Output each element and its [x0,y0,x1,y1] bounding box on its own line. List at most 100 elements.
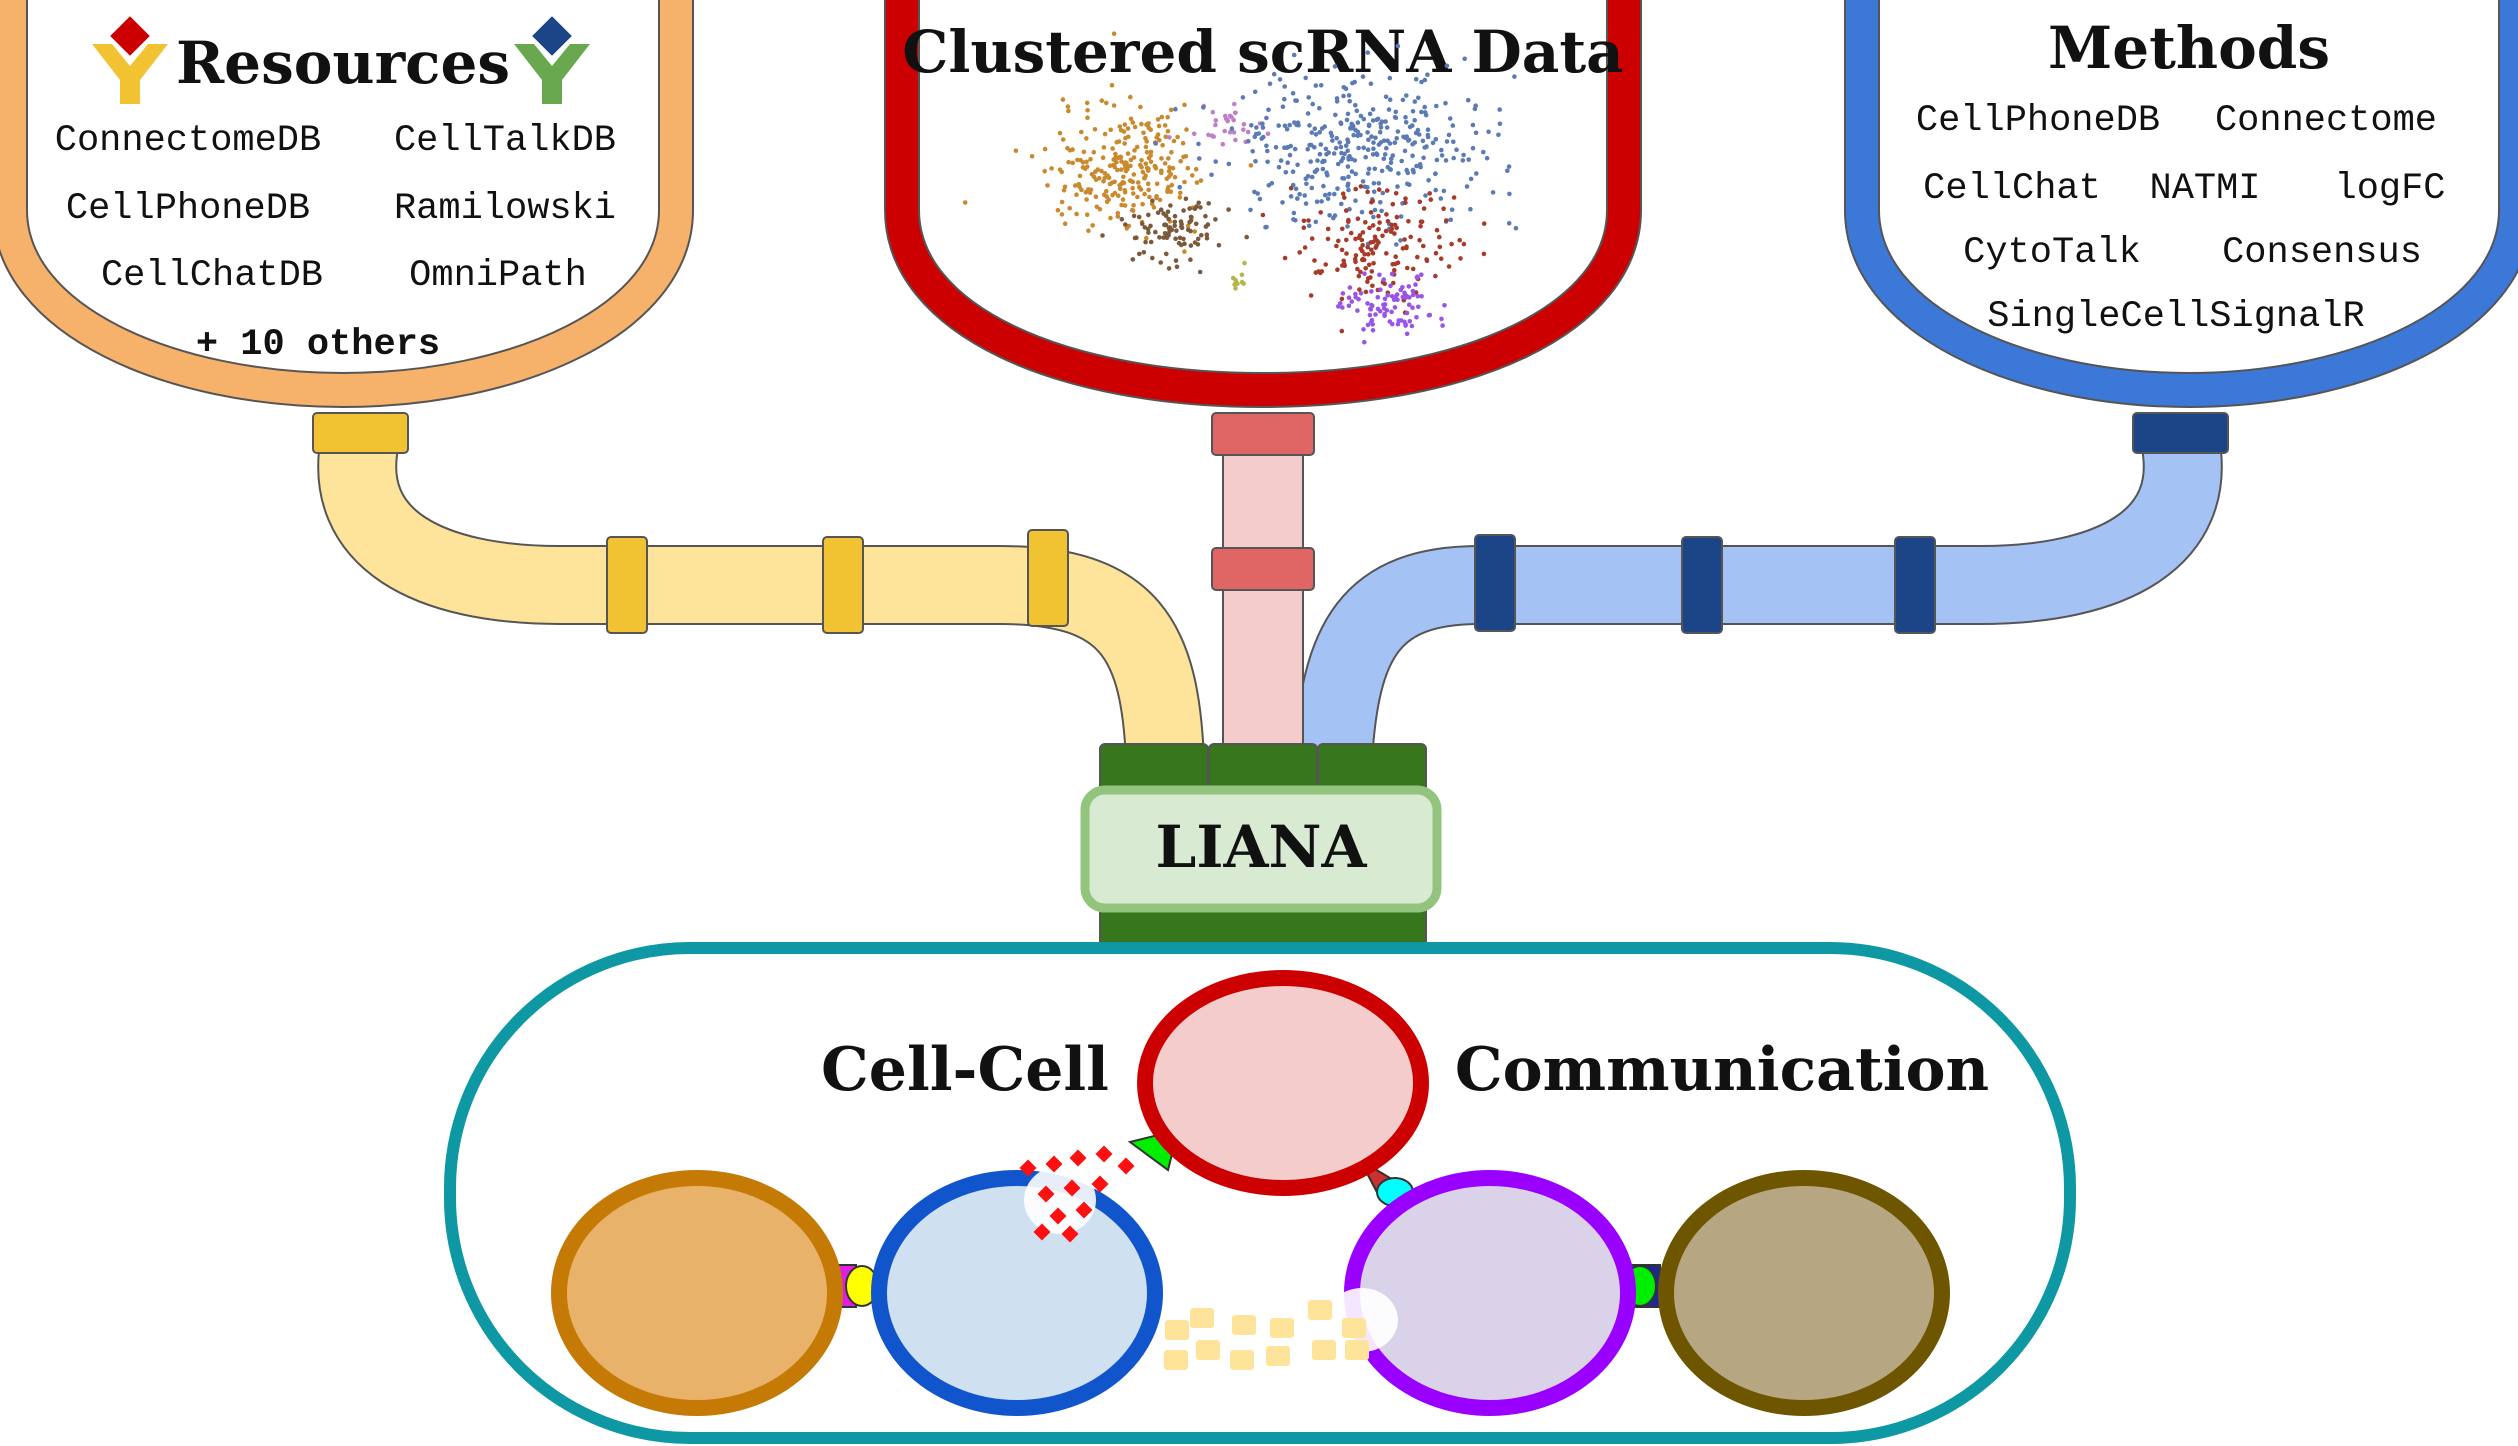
umap-point [1346,93,1352,98]
umap-point [1229,126,1235,131]
umap-point [1142,176,1147,181]
umap-point [1332,64,1338,69]
umap-point [1339,247,1345,253]
umap-point [1405,265,1410,271]
umap-point [1472,106,1478,112]
umap-point [1116,193,1121,199]
umap-point [1507,191,1512,197]
umap-point [1401,134,1406,140]
umap-point [1055,207,1061,213]
umap-point [1125,151,1131,156]
umap-point [1346,303,1352,309]
umap-point [1152,163,1158,169]
umap-point [1465,97,1471,103]
umap-point [1162,123,1168,128]
umap-point [1291,52,1297,58]
umap-point [1169,182,1175,188]
umap-point [1134,144,1140,150]
umap-point [1253,159,1258,164]
umap-point [1150,255,1155,261]
umap-point [1282,123,1288,129]
umap-point [1340,191,1346,196]
umap-point [1119,202,1124,208]
umap-point [1317,105,1322,111]
umap-point [1392,305,1398,310]
umap-point [1249,123,1254,128]
umap-point [1260,125,1266,130]
umap-point [1060,137,1066,142]
umap-point [1112,179,1117,185]
umap-point [1291,210,1297,216]
umap-point [1290,91,1296,96]
umap-point [1388,229,1394,234]
umap-point [1404,331,1410,337]
umap-point [1366,166,1372,172]
umap-point [1225,118,1230,124]
umap-point [1057,130,1063,136]
umap-point [1162,222,1167,228]
umap-point [1288,143,1293,149]
umap-point [1361,327,1366,332]
umap-point [1353,253,1359,258]
umap-point [1178,190,1183,196]
umap-point [1143,161,1149,166]
umap-point [1434,157,1440,163]
umap-point [1122,203,1128,208]
umap-point [1148,159,1154,165]
umap-point [1321,183,1326,189]
umap-point [1339,201,1344,207]
umap-point [1372,207,1378,213]
umap-point [1172,219,1178,225]
umap-point [1481,221,1487,226]
umap-point [1163,213,1169,219]
umap-point [1470,145,1476,151]
umap-point [1093,194,1099,199]
umap-point [1347,98,1352,104]
umap-point [1157,137,1162,143]
method-item-cytotalk: CytoTalk [1963,232,2141,274]
umap-point [1333,145,1339,151]
umap-point [1309,185,1315,191]
umap-point [1446,264,1452,269]
umap-point [1066,159,1071,165]
umap-point [1418,219,1424,224]
umap-point [1389,309,1394,315]
umap-point [1145,226,1151,232]
umap-point [1341,85,1347,90]
umap-point [1136,214,1142,220]
umap-point [1318,83,1324,88]
umap-point [1353,291,1358,297]
umap-point [1325,196,1331,201]
method-item-logfc: logFC [2334,168,2445,210]
ligand-particle-red [1069,1149,1087,1167]
umap-point [1232,101,1237,107]
umap-point [1062,184,1068,190]
method-item-natmi: NATMI [2149,168,2260,210]
umap-point [1115,155,1121,161]
umap-point [1417,199,1423,205]
umap-point [1363,289,1369,295]
umap-point [1264,115,1269,121]
umap-point [1293,186,1299,192]
cell-blue [871,1170,1163,1416]
umap-point [1104,100,1109,106]
umap-point [1444,218,1449,223]
umap-point [1337,140,1342,145]
umap-point [1260,121,1265,126]
ligand-particle-yellow [1196,1340,1220,1360]
umap-point [1373,237,1378,242]
umap-point [1345,111,1351,117]
umap-point [1115,214,1121,219]
umap-point [1057,167,1063,172]
umap-point [1119,217,1125,222]
umap-point [1425,127,1431,132]
umap-point [1362,339,1367,345]
ligand-particle-red [1019,1159,1037,1177]
umap-point [1344,117,1350,123]
umap-point [1468,206,1473,212]
umap-point [1185,165,1191,171]
umap-point [1357,287,1362,292]
umap-point [1171,138,1177,144]
umap-point [1427,191,1432,196]
resource-item-celltalkdb: CellTalkDB [394,120,616,162]
